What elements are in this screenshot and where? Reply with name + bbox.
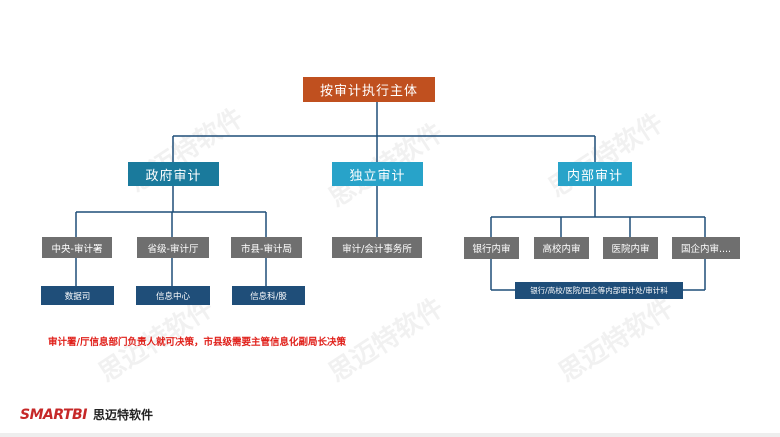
- internal-audit-dept-node: 银行/高校/医院/国企等内部审计处/审计科: [515, 282, 683, 299]
- brand-logo: SMARTBI 思迈特软件: [20, 406, 153, 423]
- gov-city-county-sub-node: 信息科/股: [232, 286, 305, 305]
- gov-central-node: 中央-审计署: [42, 237, 112, 258]
- brand-name: 思迈特软件: [92, 408, 153, 422]
- internal-audit-node: 内部审计: [558, 162, 632, 186]
- bank-internal-audit-node: 银行内审: [464, 237, 519, 259]
- smartbi-logo: SMARTBI: [20, 406, 87, 423]
- decision-note: 审计署/厅信息部门负责人就可决策，市县级需要主管信息化副局长决策: [48, 337, 346, 348]
- gov-provincial-node: 省级-审计厅: [137, 237, 209, 258]
- hospital-internal-audit-node: 医院内审: [603, 237, 658, 259]
- gov-city-county-node: 市县-审计局: [231, 237, 302, 258]
- accounting-firm-node: 审计/会计事务所: [332, 237, 422, 258]
- university-internal-audit-node: 高校内审: [534, 237, 589, 259]
- footer-bar: [0, 433, 780, 437]
- soe-internal-audit-node: 国企内审....: [672, 237, 740, 259]
- gov-provincial-sub-node: 信息中心: [136, 286, 210, 305]
- independent-audit-node: 独立审计: [332, 162, 423, 186]
- government-audit-node: 政府审计: [128, 162, 219, 186]
- gov-central-sub-node: 数据司: [41, 286, 114, 305]
- root-node: 按审计执行主体: [303, 77, 435, 102]
